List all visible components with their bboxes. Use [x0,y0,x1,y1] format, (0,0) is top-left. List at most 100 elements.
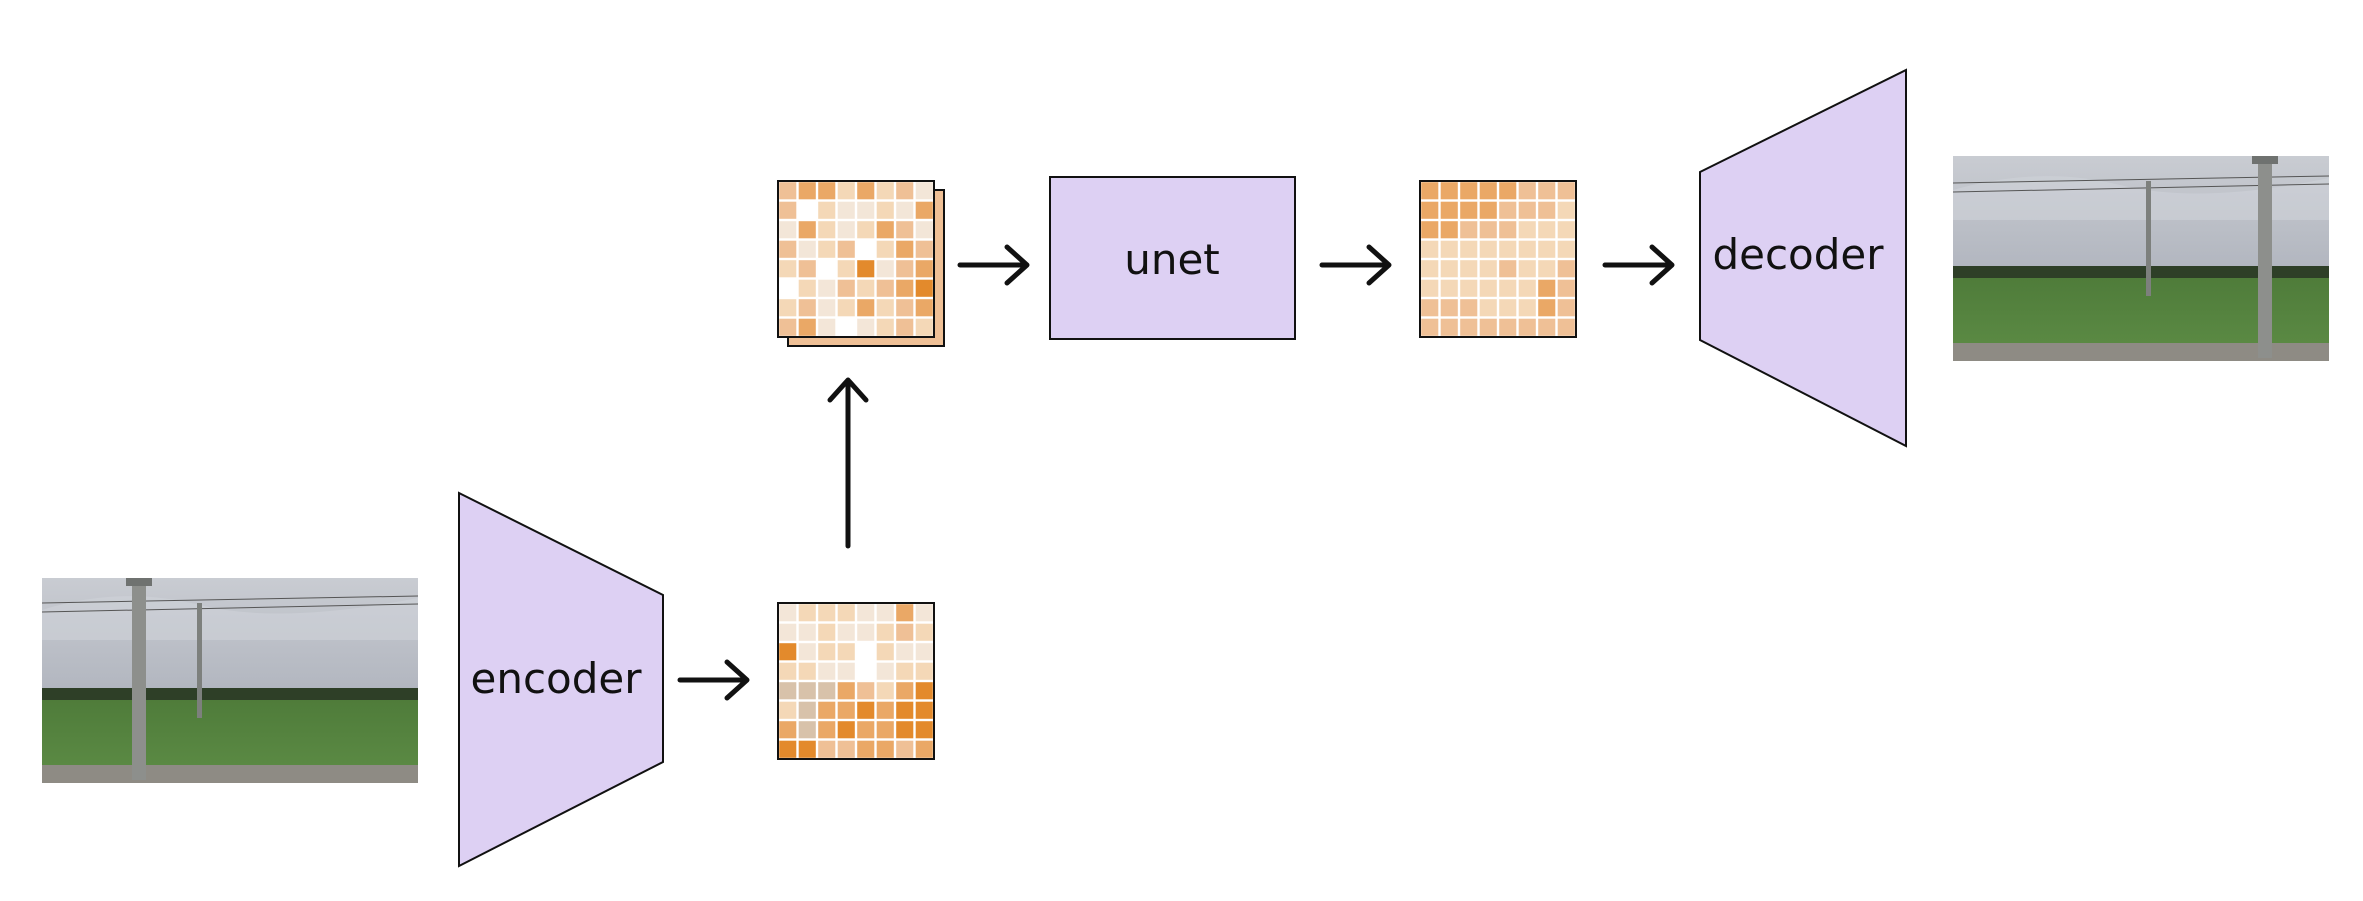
latent-cell [818,299,836,317]
latent-cell [798,221,816,239]
latent-cell [896,182,914,200]
latent-cell [818,721,836,739]
latent-cell [779,260,797,278]
latent-cell [876,604,894,622]
latent-cell [857,643,875,661]
latent-cell [876,279,894,297]
latent-cell [915,221,933,239]
latent-cell [1499,182,1517,200]
latent-cell [876,701,894,719]
latent-cell [798,201,816,219]
latent-cell [896,682,914,700]
latent-cell [857,318,875,336]
latent-cell [915,721,933,739]
latent-cell [876,260,894,278]
latent-cell [1440,279,1458,297]
latent-cell [896,701,914,719]
latent-cell [1538,182,1556,200]
latent-cell [1518,182,1536,200]
latent-cell [896,604,914,622]
latent-cell [1460,318,1478,336]
latent-cell [837,221,855,239]
latent-cell [818,740,836,758]
latent-cell [896,279,914,297]
arrow-denoised-to-decoder [1602,244,1675,286]
latent-cell [1518,260,1536,278]
latent-cell [1479,221,1497,239]
latent-cell [876,721,894,739]
latent-cell [876,643,894,661]
latent-cell [915,182,933,200]
latent-cell [837,201,855,219]
latent-cell [1518,279,1536,297]
latent-cell [915,623,933,641]
latent-cell [1421,201,1439,219]
latent-cell [1460,279,1478,297]
latent-cell [857,182,875,200]
latent-grid-border [777,180,935,338]
latent-cell [896,201,914,219]
latent-cell [818,662,836,680]
latent-grid-encoded [777,602,935,760]
latent-cell [1518,240,1536,258]
latent-cell [798,721,816,739]
latent-cell [1440,201,1458,219]
latent-cell [779,701,797,719]
latent-cell [1421,279,1439,297]
latent-cell [1557,279,1575,297]
latent-cell [915,701,933,719]
latent-cell [818,682,836,700]
latent-cell [1440,318,1458,336]
latent-cell [779,299,797,317]
latent-grid-border [1419,180,1577,338]
latent-cell [818,623,836,641]
latent-cell [1440,182,1458,200]
latent-cell [1499,201,1517,219]
latent-cell [896,318,914,336]
latent-cell [1479,201,1497,219]
latent-cell [915,643,933,661]
latent-cell [1557,318,1575,336]
encoder-label: encoder [470,654,642,703]
latent-cell [818,221,836,239]
latent-cell [915,662,933,680]
latent-cell [1479,240,1497,258]
latent-cell [876,182,894,200]
latent-cell [1557,182,1575,200]
arrow-encoder-to-latent [677,659,750,701]
latent-cell [1421,240,1439,258]
latent-cell [896,662,914,680]
latent-cell [779,182,797,200]
latent-cell [779,682,797,700]
latent-cell [798,318,816,336]
latent-cell [1460,221,1478,239]
latent-cell [1499,260,1517,278]
latent-cell [915,260,933,278]
noisy-latent-stack [777,180,945,347]
latent-cell [915,299,933,317]
latent-cell [1499,318,1517,336]
latent-cell [857,740,875,758]
decoder-block: decoder [1699,68,1907,448]
latent-cell [1499,221,1517,239]
latent-cell [798,240,816,258]
latent-cell [798,279,816,297]
latent-cell [1557,299,1575,317]
latent-cell [1538,240,1556,258]
latent-cell [1421,299,1439,317]
latent-cell [1499,299,1517,317]
latent-cell [1421,318,1439,336]
latent-cell [798,682,816,700]
latent-cell [837,682,855,700]
latent-cell [876,201,894,219]
latent-cell [837,182,855,200]
latent-cell [837,662,855,680]
latent-cell [1538,318,1556,336]
latent-cell [896,240,914,258]
latent-cell [857,721,875,739]
latent-cell [779,721,797,739]
latent-cell [1479,260,1497,278]
latent-cell [1538,279,1556,297]
latent-cell [1518,221,1536,239]
